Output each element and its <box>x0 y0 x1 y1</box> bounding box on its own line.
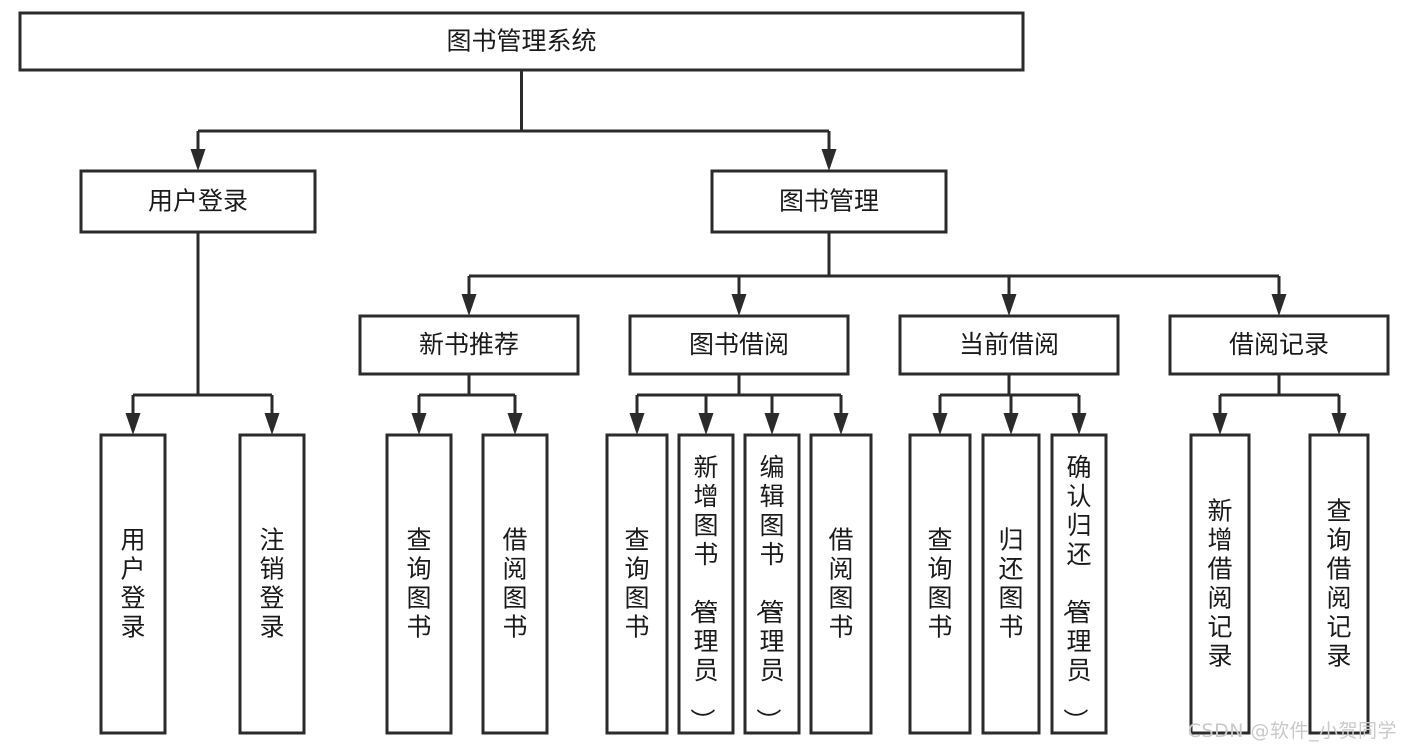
node-layer: 图书管理系统用户登录图书管理新书推荐图书借阅当前借阅借阅记录用户登录注销登录查询… <box>18 11 1390 735</box>
node-leaf-query-book-2[interactable]: 查询图书 <box>605 433 669 735</box>
node-label-leaf-query-book-3: 查询图书 <box>927 526 952 642</box>
node-leaf-edit-book-admin[interactable]: 编辑图书（管理员） <box>743 433 801 735</box>
node-root[interactable]: 图书管理系统 <box>18 11 1025 72</box>
node-box-new-book-recommend[interactable] <box>358 314 580 376</box>
connector-group-current-borrow <box>932 374 1087 435</box>
node-leaf-borrow-book-1[interactable]: 借阅图书 <box>481 433 549 735</box>
node-leaf-query-borrow-record[interactable]: 查询借阅记录 <box>1308 433 1370 735</box>
node-label-root: 图书管理系统 <box>446 27 596 56</box>
node-label-borrow-record: 借阅记录 <box>1229 330 1329 359</box>
connector-group-book-borrow <box>629 374 849 435</box>
node-leaf-user-login[interactable]: 用户登录 <box>99 433 167 735</box>
node-box-leaf-edit-book-admin[interactable] <box>743 433 801 735</box>
node-box-leaf-query-book-1[interactable] <box>385 433 453 735</box>
node-leaf-add-book-admin[interactable]: 新增图书（管理员） <box>677 433 735 735</box>
node-box-leaf-confirm-return-admin[interactable] <box>1050 433 1108 735</box>
node-box-leaf-query-book-3[interactable] <box>908 433 972 735</box>
node-box-book-manage[interactable] <box>710 169 948 234</box>
node-label-book-borrow: 图书借阅 <box>689 330 789 359</box>
node-label-leaf-add-book-admin: 新增图书（管理员） <box>687 453 718 733</box>
node-box-leaf-add-borrow-record[interactable] <box>1189 433 1251 735</box>
csdn-watermark: CSDN @软件_小贺同学 <box>1187 720 1397 742</box>
node-box-leaf-return-book[interactable] <box>981 433 1041 735</box>
node-label-current-borrow: 当前借阅 <box>959 330 1059 359</box>
node-new-book-recommend[interactable]: 新书推荐 <box>358 314 580 376</box>
node-box-user-login[interactable] <box>79 169 317 234</box>
node-box-root[interactable] <box>18 11 1025 72</box>
node-book-borrow[interactable]: 图书借阅 <box>628 314 850 376</box>
node-box-leaf-add-book-admin[interactable] <box>677 433 735 735</box>
node-current-borrow[interactable]: 当前借阅 <box>898 314 1120 376</box>
connector-group-new-book-recommend <box>411 374 523 435</box>
node-label-leaf-return-book: 归还图书 <box>998 526 1023 642</box>
node-label-user-login: 用户登录 <box>148 187 248 216</box>
node-box-borrow-record[interactable] <box>1168 314 1390 376</box>
node-leaf-return-book[interactable]: 归还图书 <box>981 433 1041 735</box>
node-label-leaf-edit-book-admin: 编辑图书（管理员） <box>753 453 784 733</box>
node-box-leaf-borrow-book-2[interactable] <box>809 433 873 735</box>
node-leaf-query-book-1[interactable]: 查询图书 <box>385 433 453 735</box>
node-box-leaf-user-login[interactable] <box>99 433 167 735</box>
node-leaf-borrow-book-2[interactable]: 借阅图书 <box>809 433 873 735</box>
node-label-leaf-user-logout: 注销登录 <box>259 526 284 642</box>
node-label-leaf-query-book-1: 查询图书 <box>406 526 431 642</box>
node-leaf-confirm-return-admin[interactable]: 确认归还（管理员） <box>1050 433 1108 735</box>
node-box-book-borrow[interactable] <box>628 314 850 376</box>
node-box-current-borrow[interactable] <box>898 314 1120 376</box>
node-box-leaf-user-logout[interactable] <box>238 433 306 735</box>
node-box-leaf-borrow-book-1[interactable] <box>481 433 549 735</box>
node-label-new-book-recommend: 新书推荐 <box>419 330 519 359</box>
node-label-book-manage: 图书管理 <box>779 187 879 216</box>
node-label-leaf-user-login: 用户登录 <box>120 526 145 642</box>
node-box-leaf-query-borrow-record[interactable] <box>1308 433 1370 735</box>
node-label-leaf-borrow-book-2: 借阅图书 <box>828 526 853 642</box>
node-leaf-add-borrow-record[interactable]: 新增借阅记录 <box>1189 433 1251 735</box>
connector-group-book-manage <box>461 232 1287 316</box>
node-leaf-query-book-3[interactable]: 查询图书 <box>908 433 972 735</box>
node-label-leaf-query-book-2: 查询图书 <box>624 526 649 642</box>
connector-group-user-login <box>125 232 280 435</box>
node-leaf-user-logout[interactable]: 注销登录 <box>238 433 306 735</box>
connector-group-borrow-record <box>1212 374 1347 435</box>
node-label-leaf-borrow-book-1: 借阅图书 <box>502 526 527 642</box>
node-book-manage[interactable]: 图书管理 <box>710 169 948 234</box>
node-box-leaf-query-book-2[interactable] <box>605 433 669 735</box>
connector-layer <box>125 70 1347 435</box>
node-label-leaf-query-borrow-record: 查询借阅记录 <box>1326 497 1351 671</box>
node-label-leaf-add-borrow-record: 新增借阅记录 <box>1207 497 1232 671</box>
node-label-leaf-confirm-return-admin: 确认归还（管理员） <box>1060 453 1091 733</box>
connector-group-root <box>190 70 837 171</box>
node-borrow-record[interactable]: 借阅记录 <box>1168 314 1390 376</box>
node-user-login[interactable]: 用户登录 <box>79 169 317 234</box>
